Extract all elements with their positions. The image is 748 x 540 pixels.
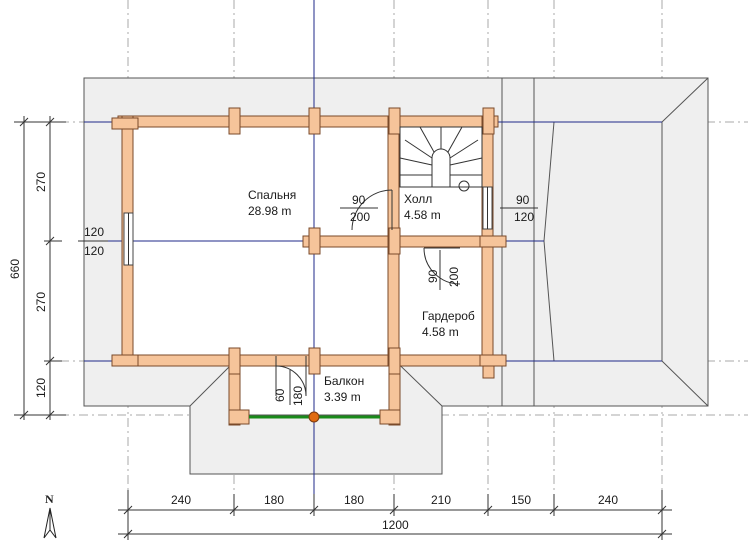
dim-bottom-6: 240 xyxy=(598,493,618,507)
balcony-door-width: 60 xyxy=(273,388,287,402)
left-dimensions: 270 270 120 660 xyxy=(8,116,66,420)
dim-bottom-total: 1200 xyxy=(382,518,409,532)
room-name-wardrobe: Гардероб xyxy=(422,309,475,323)
room-labels: Спальня 28.98 m Холл 4.58 m Гардероб 4.5… xyxy=(248,188,475,404)
wardrobe-door-height: 200 xyxy=(447,267,461,287)
north-label: N xyxy=(45,492,54,506)
room-area-hall: 4.58 m xyxy=(404,208,441,222)
dim-bottom-4: 210 xyxy=(431,493,451,507)
dim-left-2: 270 xyxy=(34,292,48,312)
left-window-width: 120 xyxy=(84,225,104,239)
dim-bottom-1: 240 xyxy=(171,493,191,507)
dim-bottom-5: 150 xyxy=(511,493,531,507)
wardrobe-door-width: 90 xyxy=(426,269,440,283)
room-area-balcony: 3.39 m xyxy=(324,390,361,404)
log-walls xyxy=(111,107,507,426)
staircase xyxy=(399,126,483,192)
doors xyxy=(275,189,461,397)
hall-window-height: 120 xyxy=(514,210,534,224)
bottom-dimensions: 240 180 180 210 150 240 1200 xyxy=(118,490,672,540)
room-area-wardrobe: 4.58 m xyxy=(422,325,459,339)
hall-window-width: 90 xyxy=(516,193,530,207)
dim-left-1: 270 xyxy=(34,172,48,192)
left-window-height: 120 xyxy=(84,244,104,258)
dim-bottom-3: 180 xyxy=(344,493,364,507)
balcony-railing xyxy=(249,411,380,423)
dim-bottom-2: 180 xyxy=(264,493,284,507)
dim-left-3: 120 xyxy=(34,378,48,398)
room-name-bedroom: Спальня xyxy=(248,188,296,202)
room-area-bedroom: 28.98 m xyxy=(248,204,291,218)
windows xyxy=(123,186,493,266)
room-name-hall: Холл xyxy=(404,192,432,206)
room-name-balcony: Балкон xyxy=(324,374,364,388)
dim-left-total: 660 xyxy=(8,259,22,279)
opening-marks xyxy=(78,207,538,405)
north-arrow: N xyxy=(43,492,57,539)
bedroom-door-height: 200 xyxy=(350,210,370,224)
bedroom-door-width: 90 xyxy=(352,193,366,207)
balcony-door-height: 180 xyxy=(291,386,305,406)
opening-labels: 90 200 90 120 120 120 90 200 60 180 xyxy=(84,193,534,406)
